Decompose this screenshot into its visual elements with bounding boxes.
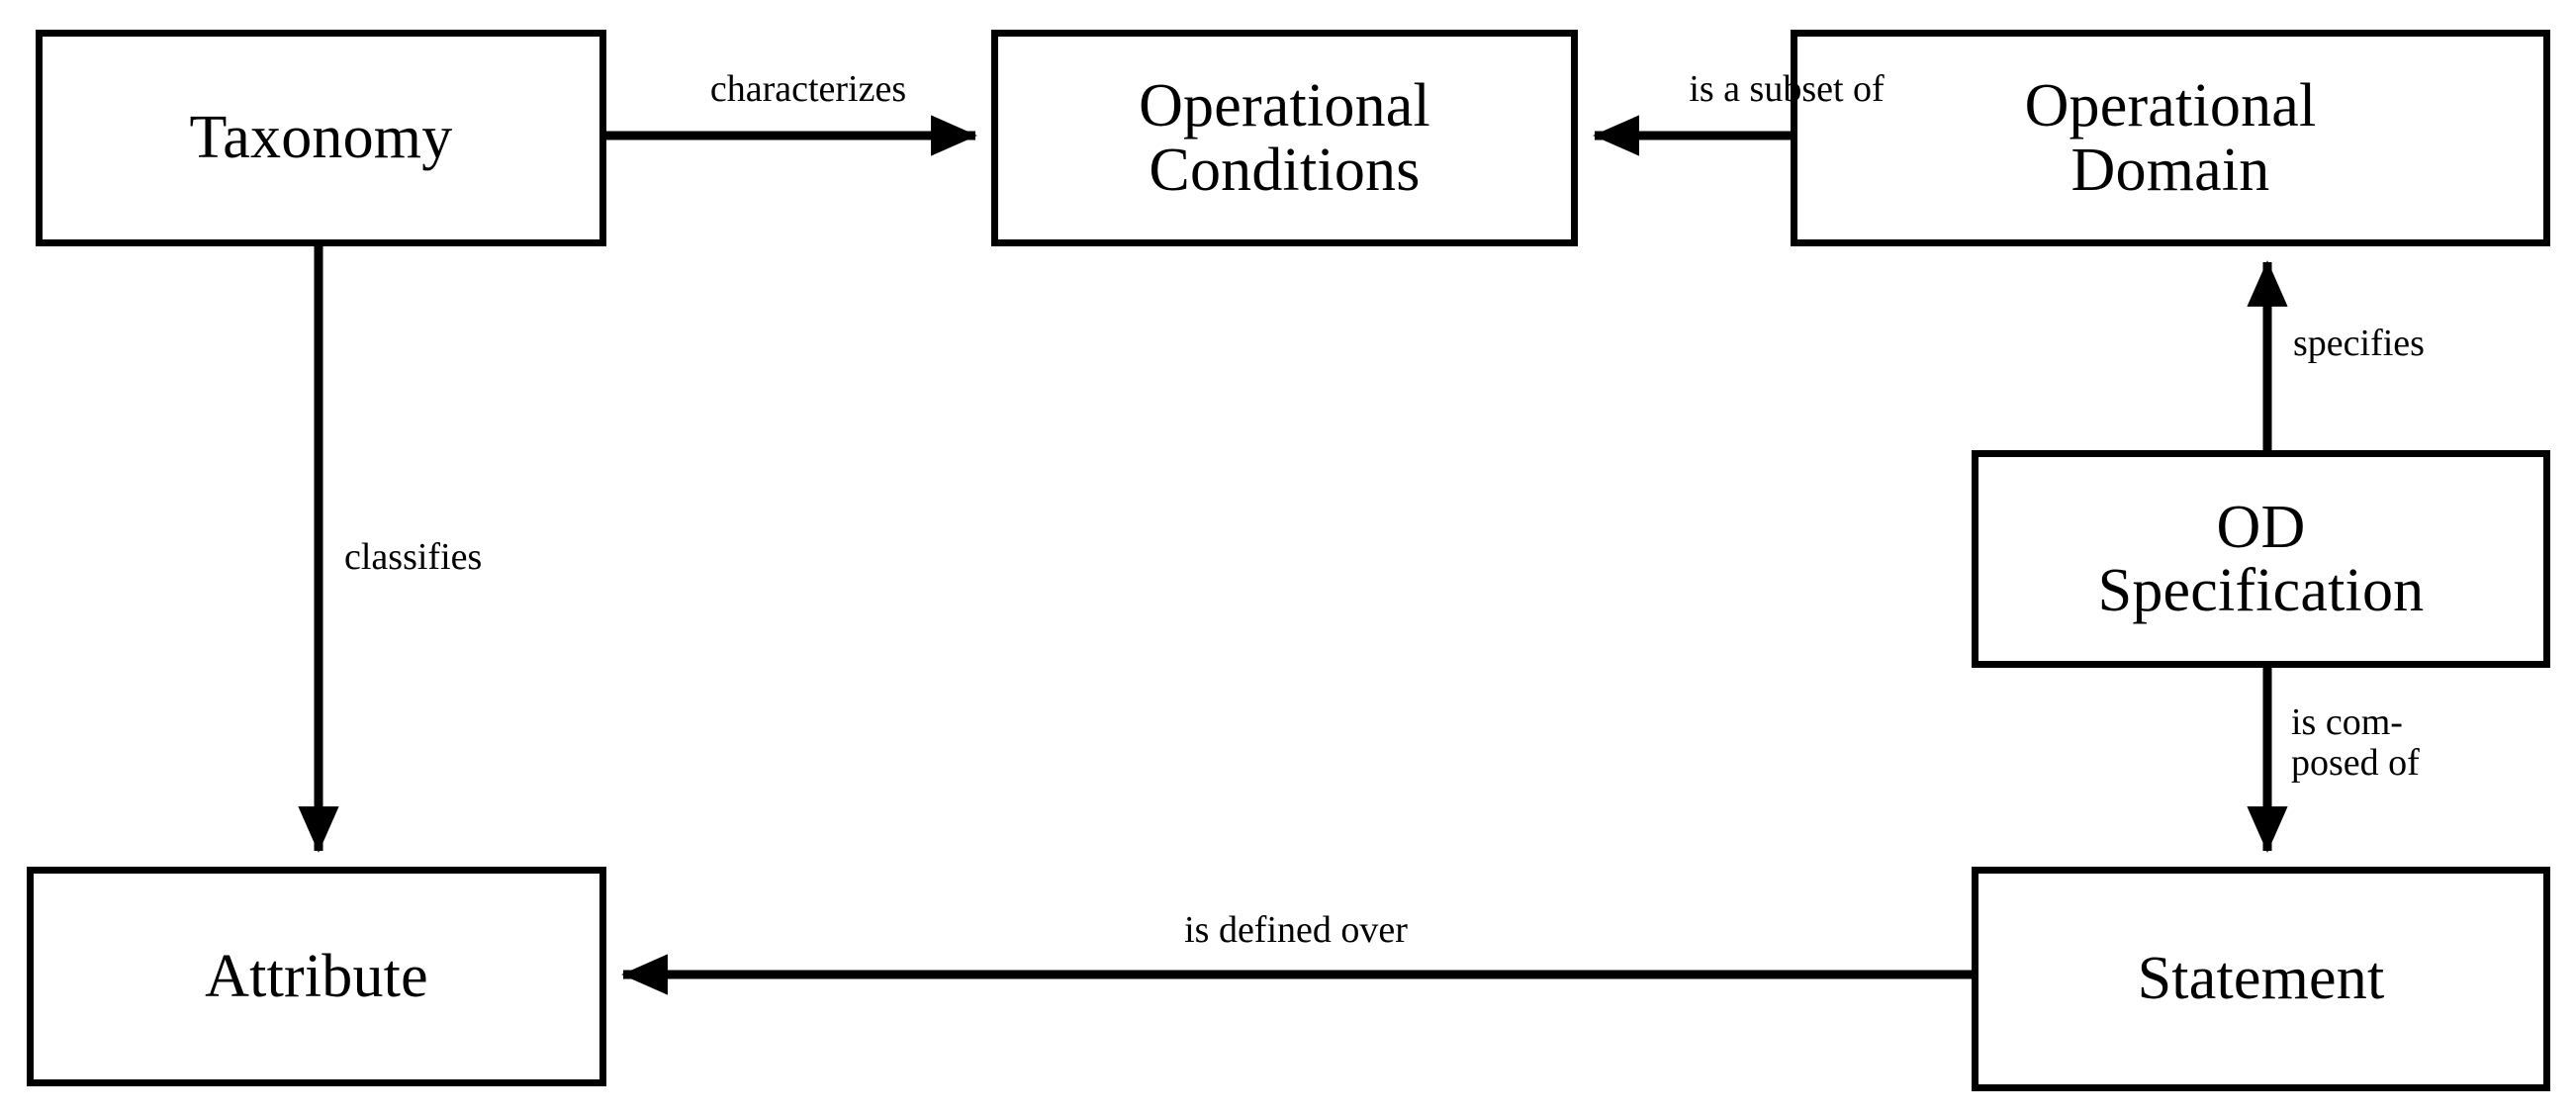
node-taxonomy[interactable]: Taxonomy — [36, 30, 606, 246]
edge-label-is-composed-of: is com- posed of — [2291, 701, 2420, 785]
node-operational-domain[interactable]: Operational Domain — [1791, 30, 2550, 246]
node-od-specification-label: OD Specification — [2097, 493, 2425, 624]
node-attribute[interactable]: Attribute — [27, 867, 606, 1086]
edge-label-specifies: specifies — [2293, 323, 2425, 364]
edge-label-is-a-subset-of: is a subset of — [1689, 68, 1885, 110]
node-operational-conditions[interactable]: Operational Conditions — [991, 30, 1578, 246]
node-taxonomy-label: Taxonomy — [189, 104, 453, 172]
node-attribute-label: Attribute — [205, 942, 428, 1010]
edge-label-characterizes: characterizes — [709, 68, 907, 110]
node-operational-domain-label: Operational Domain — [2024, 72, 2317, 204]
node-statement-label: Statement — [2137, 945, 2385, 1013]
node-statement[interactable]: Statement — [1972, 867, 2550, 1091]
node-operational-conditions-label: Operational Conditions — [1139, 72, 1430, 204]
node-od-specification[interactable]: OD Specification — [1972, 450, 2550, 668]
edge-label-classifies: classifies — [344, 536, 483, 578]
edge-label-is-defined-over: is defined over — [1184, 909, 1408, 951]
